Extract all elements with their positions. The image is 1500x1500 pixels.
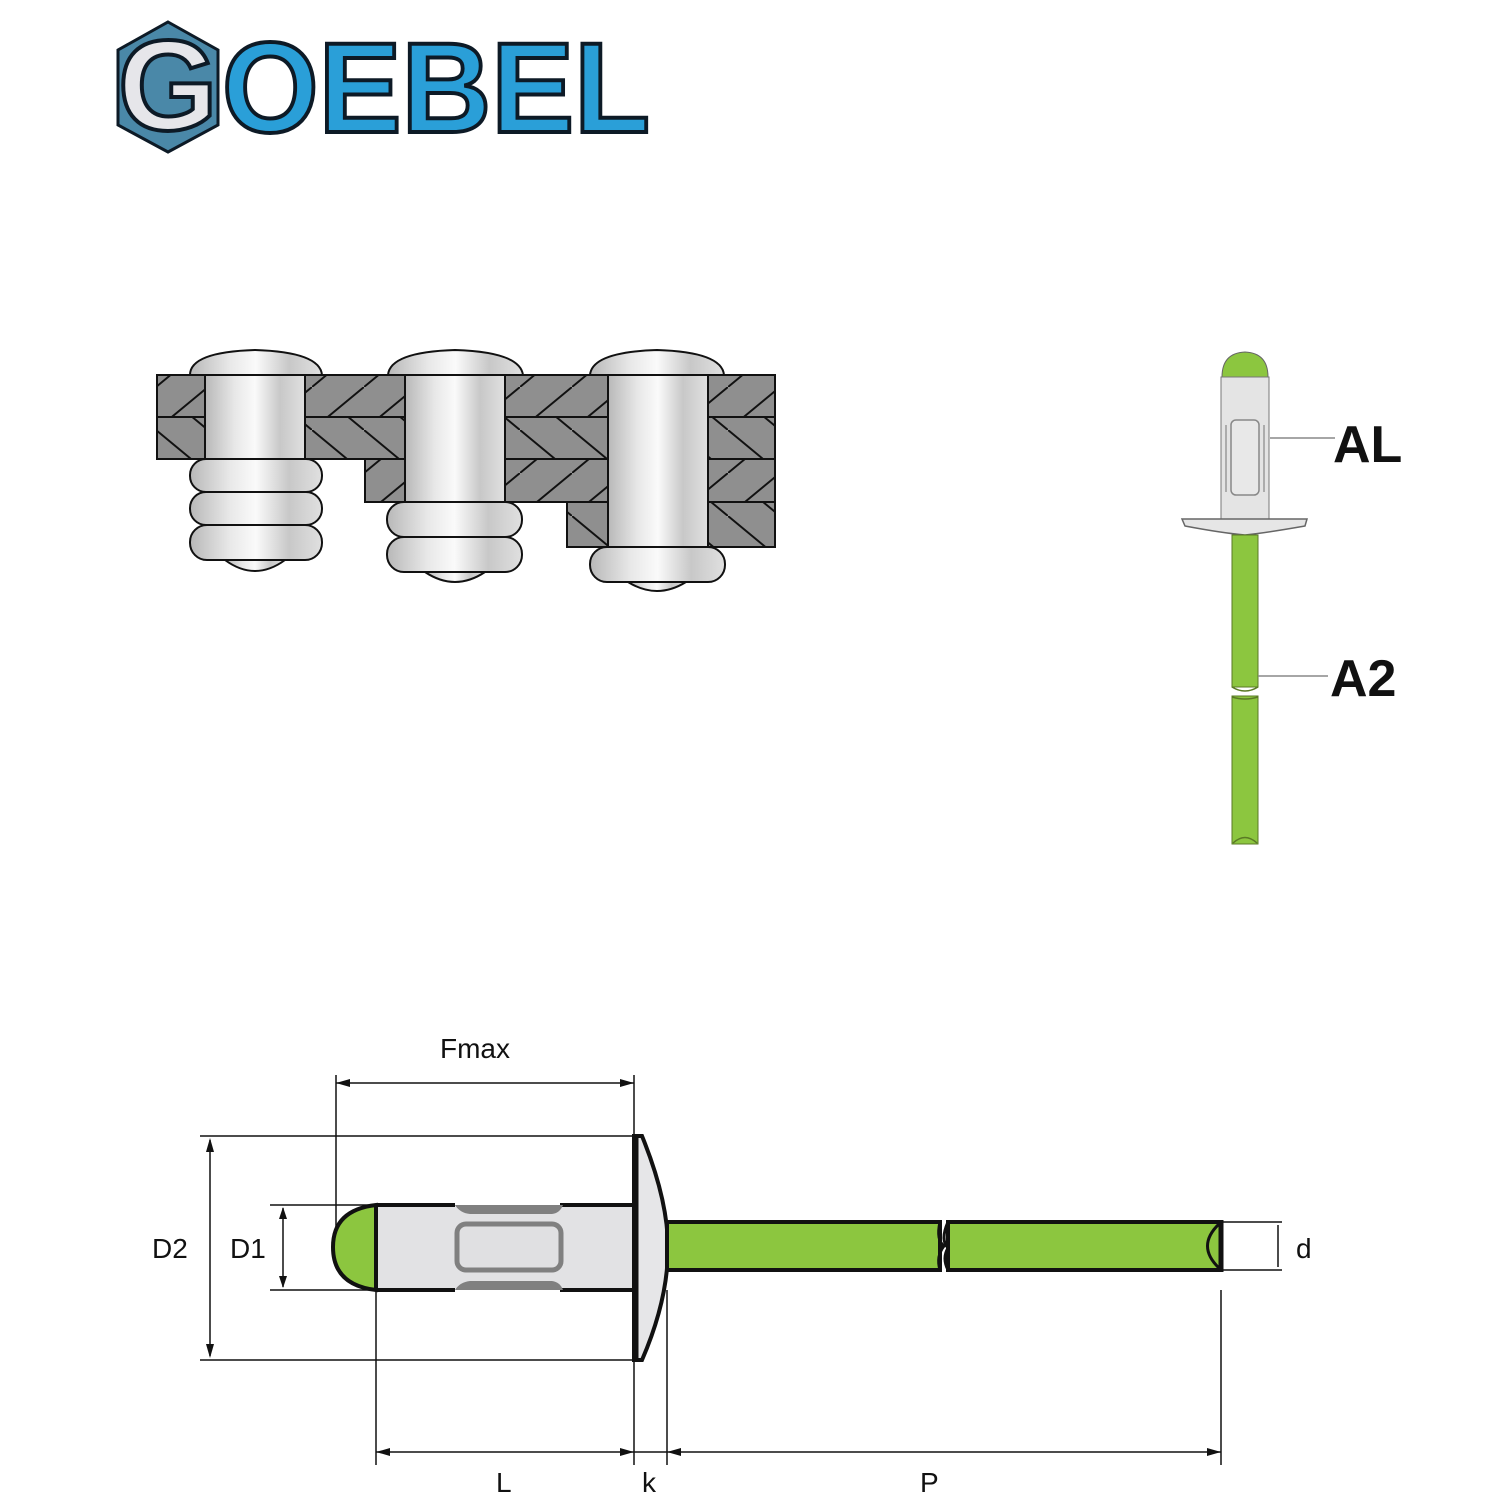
dim-label-d: d bbox=[1296, 1233, 1312, 1264]
mandrel-material-label: A2 bbox=[1330, 650, 1396, 708]
dim-label-k: k bbox=[642, 1467, 657, 1498]
mandrel-stem-left bbox=[665, 1220, 942, 1272]
dimension-drawing: Fmax D2 D1 d L k P bbox=[152, 1033, 1312, 1498]
logo-initial: G bbox=[118, 15, 218, 158]
grip-range-diagram bbox=[156, 348, 776, 592]
dim-label-fmax: Fmax bbox=[440, 1033, 510, 1064]
material-callout-rivet: AL A2 bbox=[1180, 351, 1402, 845]
dim-label-p: P bbox=[920, 1467, 939, 1498]
rivet-2 bbox=[386, 348, 525, 583]
goebel-logo: G OEBEL bbox=[116, 13, 652, 162]
logo-wordmark: OEBEL bbox=[222, 17, 650, 160]
dim-label-d2: D2 bbox=[152, 1233, 188, 1264]
rivet-head-flange bbox=[632, 1134, 671, 1362]
hex-nut-icon bbox=[116, 20, 220, 154]
dim-label-d1: D1 bbox=[230, 1233, 266, 1264]
body-material-label: AL bbox=[1333, 416, 1402, 474]
dim-label-l: L bbox=[496, 1467, 512, 1498]
rivet-1 bbox=[188, 348, 324, 572]
mandrel-head bbox=[330, 1202, 378, 1293]
mandrel-stem-right bbox=[946, 1220, 1223, 1272]
rivet-3 bbox=[588, 348, 726, 592]
